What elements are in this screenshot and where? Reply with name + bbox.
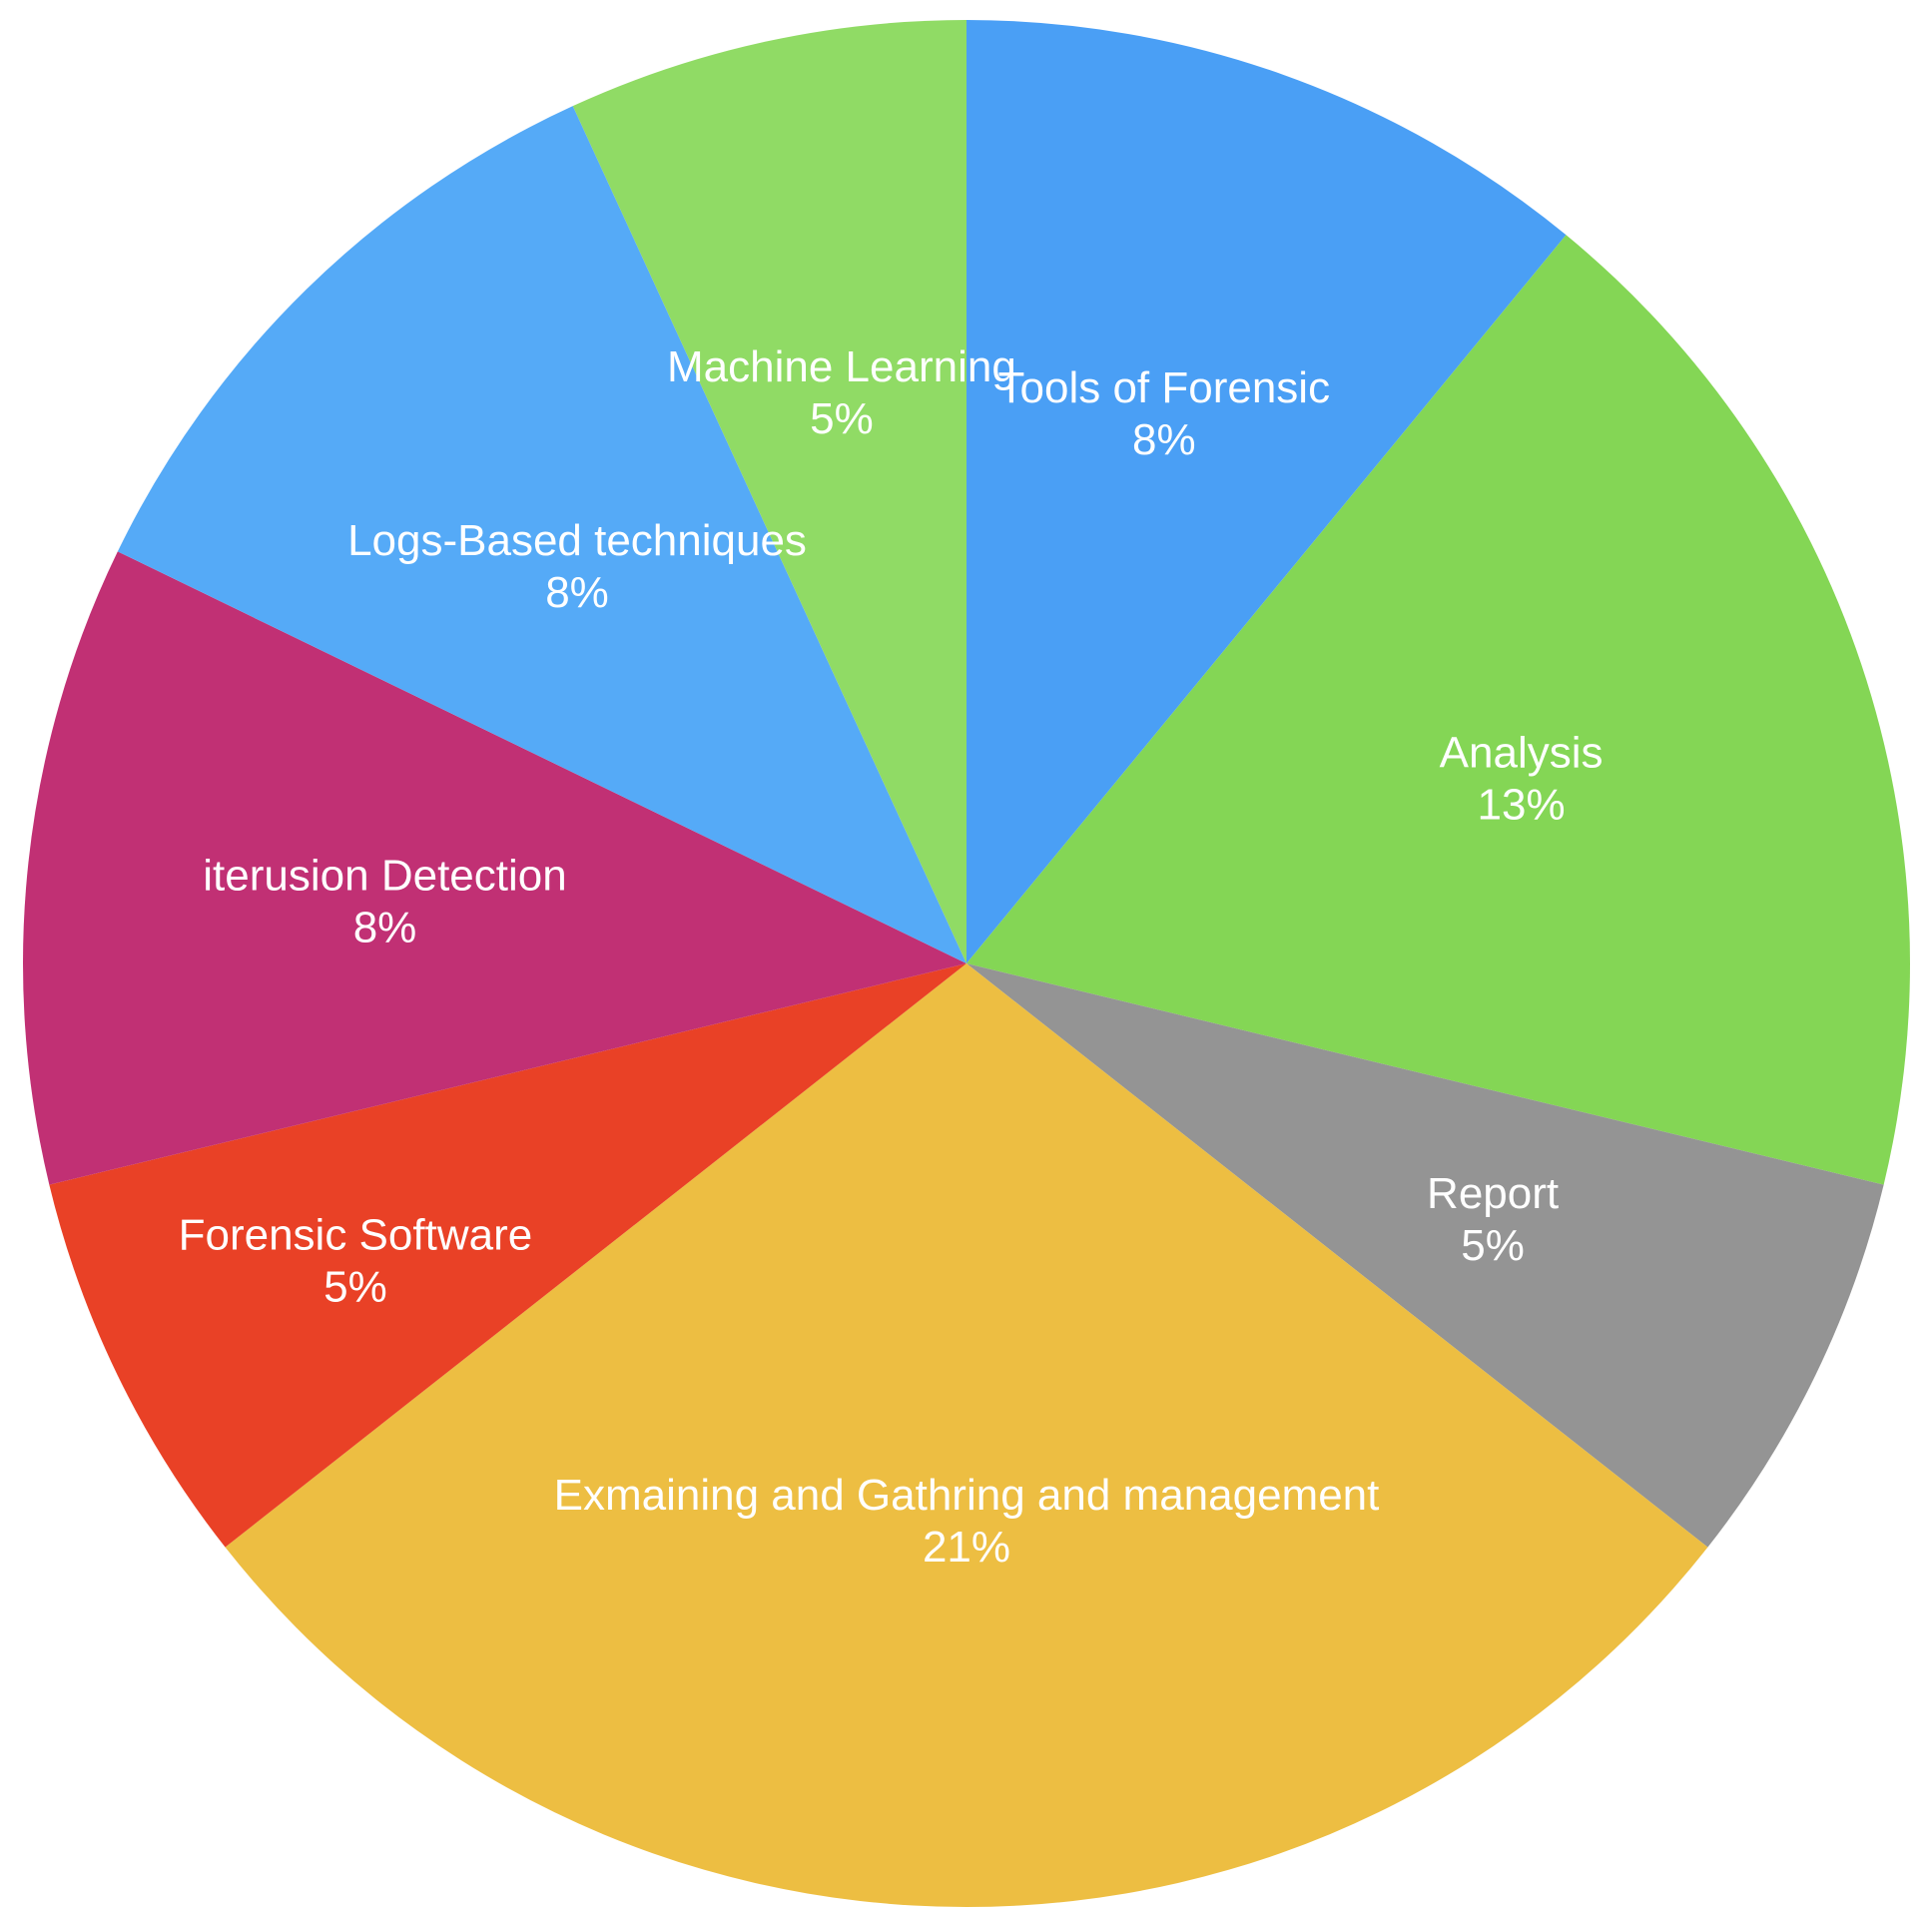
pie-slice-6 xyxy=(23,551,966,1185)
slice-percent-5: 5% xyxy=(323,1263,387,1312)
pie-slice-5 xyxy=(49,963,967,1548)
slice-percent-1: 8% xyxy=(1132,415,1196,464)
slice-percent-8: 5% xyxy=(810,394,874,443)
pie-labels: Tools of Forensic8%Analysis13%Report5%Ex… xyxy=(179,342,1604,1572)
slice-label-6: iterusion Detection xyxy=(203,852,566,901)
pie-slice-8 xyxy=(572,20,966,963)
pie-slices xyxy=(23,20,1910,1907)
slice-label-8: Machine Learning xyxy=(667,342,1016,391)
slice-label-7: Logs-Based techniques xyxy=(347,516,807,565)
slice-label-1: Tools of Forensic xyxy=(998,363,1331,412)
slice-label-5: Forensic Software xyxy=(179,1211,533,1260)
pie-slice-1 xyxy=(966,20,1567,963)
pie-slice-2 xyxy=(966,235,1910,1185)
pie-slice-4 xyxy=(225,963,1708,1907)
pie-slice-7 xyxy=(117,106,967,964)
slice-percent-7: 8% xyxy=(545,568,609,617)
slice-percent-4: 21% xyxy=(923,1523,1010,1572)
slice-label-4: Exmaining and Gathring and management xyxy=(554,1471,1380,1520)
slice-label-2: Analysis xyxy=(1440,729,1604,778)
slice-percent-3: 5% xyxy=(1461,1221,1525,1270)
slice-percent-2: 13% xyxy=(1478,781,1566,830)
slice-label-3: Report xyxy=(1427,1169,1559,1218)
slice-percent-6: 8% xyxy=(353,904,417,953)
pie-slice-3 xyxy=(966,963,1884,1548)
